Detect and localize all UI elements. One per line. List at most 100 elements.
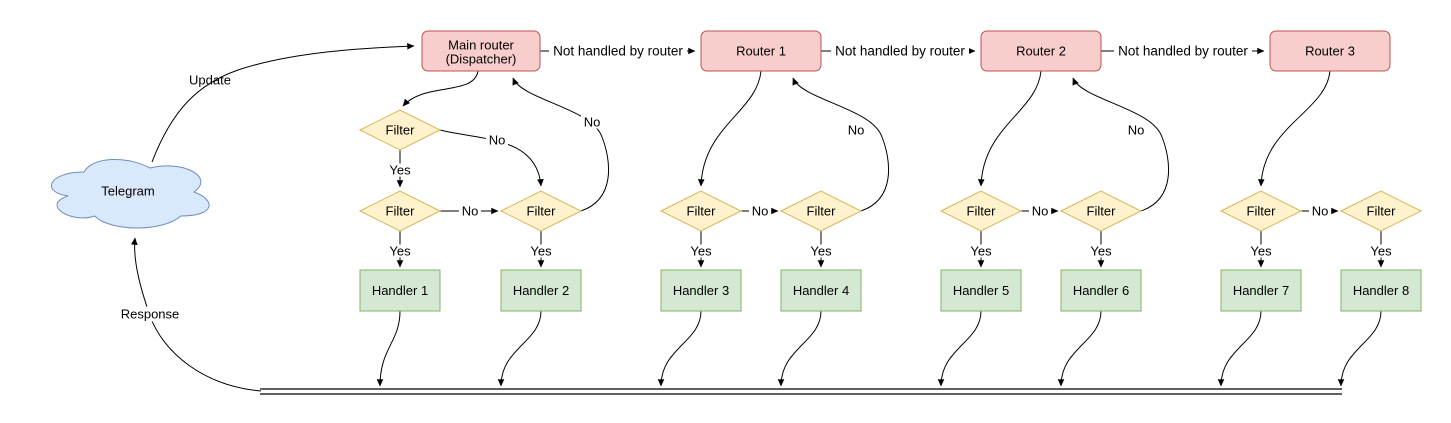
edge-filter-r1-no-loop: [792, 77, 890, 212]
filter-diamond-main-left: Filter: [358, 190, 442, 232]
edge-handler1-to-bus: [376, 310, 401, 387]
svg-text:Response: Response: [121, 307, 180, 322]
filter-label: Filter: [527, 204, 557, 219]
label-no-filter-b: No: [459, 204, 481, 219]
router-3-label: Router 3: [1305, 44, 1355, 59]
label-yes-filter-a: Yes: [387, 163, 413, 178]
edge-handler6-to-bus: [1057, 310, 1102, 387]
edge-filter-c-no-loop: [512, 77, 610, 212]
node-router-2: Router 2: [980, 30, 1102, 72]
label-yes-handler-1: Yes: [387, 244, 413, 259]
node-handler-6: Handler 6: [1060, 269, 1142, 312]
filter-diamond-r1-left: Filter: [659, 190, 743, 232]
svg-text:No: No: [848, 123, 865, 138]
handler-2-label: Handler 2: [513, 283, 569, 298]
router-2-box: [980, 30, 1102, 72]
edge-router2-to-filter: [977, 70, 1042, 187]
svg-text:Yes: Yes: [1090, 244, 1112, 259]
handler-5-label: Handler 5: [953, 283, 1009, 298]
label-response: Response: [115, 306, 185, 322]
label-yes-handler-7: Yes: [1248, 244, 1274, 259]
filter-diamond-main-right: Filter: [499, 190, 583, 232]
svg-text:No: No: [584, 115, 601, 130]
cloud-label: Telegram: [101, 184, 154, 199]
node-handler-3: Handler 3: [660, 269, 742, 312]
svg-text:No: No: [462, 204, 479, 219]
svg-text:No: No: [1032, 204, 1049, 219]
label-not-handled-1: Not handled by router: [549, 43, 687, 59]
node-handler-4: Handler 4: [780, 269, 862, 312]
label-yes-handler-3: Yes: [688, 244, 714, 259]
filter-label: Filter: [967, 204, 997, 219]
svg-text:Yes: Yes: [810, 244, 832, 259]
label-update: Update: [189, 73, 231, 88]
label-not-handled-2: Not handled by router: [831, 43, 969, 59]
label-yes-handler-6: Yes: [1088, 244, 1114, 259]
filter-diamond-r1-right: Filter: [779, 190, 863, 232]
filter-diamond-r3-left: Filter: [1219, 190, 1303, 232]
filter-diamond-r2-left: Filter: [939, 190, 1023, 232]
label-no-filter-a: No: [486, 133, 508, 148]
svg-text:Yes: Yes: [389, 244, 411, 259]
node-handler-8: Handler 8: [1340, 269, 1422, 312]
filter-label: Filter: [807, 204, 837, 219]
router-3-box: [1269, 30, 1391, 72]
node-router-1: Router 1: [700, 30, 822, 72]
label-yes-handler-2: Yes: [528, 244, 554, 259]
label-no-loop-r2: No: [1125, 123, 1147, 138]
edge-filter-r2-no-loop: [1072, 77, 1170, 212]
filter-label: Filter: [386, 123, 416, 138]
filter-label: Filter: [687, 204, 717, 219]
svg-text:Yes: Yes: [389, 163, 411, 178]
svg-text:No: No: [1128, 123, 1145, 138]
label-no-filter-r2: No: [1029, 204, 1051, 219]
handler-8-label: Handler 8: [1353, 283, 1409, 298]
edge-handler8-to-bus: [1337, 310, 1382, 387]
main-router-label-line1: Main router: [448, 38, 514, 53]
svg-text:Yes: Yes: [970, 244, 992, 259]
filter-label: Filter: [386, 204, 416, 219]
label-no-filter-r3: No: [1309, 204, 1331, 219]
label-yes-handler-4: Yes: [808, 244, 834, 259]
svg-text:Yes: Yes: [1370, 244, 1392, 259]
svg-text:No: No: [1312, 204, 1329, 219]
edge-handler7-to-bus: [1217, 310, 1262, 387]
filter-diamond-r2-right: Filter: [1059, 190, 1143, 232]
main-router-label-line2: (Dispatcher): [446, 52, 517, 67]
handler-boxes: Handler 1 Handler 2 Handler 3 Handler 4 …: [359, 269, 1422, 312]
node-telegram-cloud: Telegram: [50, 158, 210, 229]
cloud-shape: [50, 158, 210, 229]
router-2-label: Router 2: [1016, 44, 1066, 59]
svg-text:Yes: Yes: [1250, 244, 1272, 259]
node-main-router: Main router (Dispatcher): [421, 30, 541, 72]
edge-handler5-to-bus: [937, 310, 982, 387]
edge-handler2-to-bus: [497, 310, 542, 387]
edge-main-router-to-filter: [402, 70, 479, 107]
node-handler-7: Handler 7: [1220, 269, 1302, 312]
filter-diamond-r3-right: Filter: [1339, 190, 1423, 232]
edge-router1-to-filter: [697, 70, 762, 187]
node-handler-1: Handler 1: [359, 269, 441, 312]
edge-update: [151, 42, 415, 163]
edge-handler3-to-bus: [657, 310, 702, 387]
label-no-loop-r1: No: [845, 123, 867, 138]
node-handler-5: Handler 5: [940, 269, 1022, 312]
handler-4-label: Handler 4: [793, 283, 849, 298]
node-router-3: Router 3: [1269, 30, 1391, 72]
edge-handler4-to-bus: [777, 310, 822, 387]
handler-6-label: Handler 6: [1073, 283, 1129, 298]
node-handler-2: Handler 2: [500, 269, 582, 312]
filter-label: Filter: [1087, 204, 1117, 219]
label-no-filter-r1: No: [749, 204, 771, 219]
svg-text:Not handled by router: Not handled by router: [1118, 44, 1248, 59]
svg-text:No: No: [489, 133, 506, 148]
label-yes-handler-8: Yes: [1368, 244, 1394, 259]
edge-response: [131, 237, 262, 392]
svg-text:No: No: [752, 204, 769, 219]
handler-1-label: Handler 1: [372, 283, 428, 298]
svg-text:Yes: Yes: [530, 244, 552, 259]
label-no-loop-main: No: [581, 115, 603, 130]
handler-3-label: Handler 3: [673, 283, 729, 298]
